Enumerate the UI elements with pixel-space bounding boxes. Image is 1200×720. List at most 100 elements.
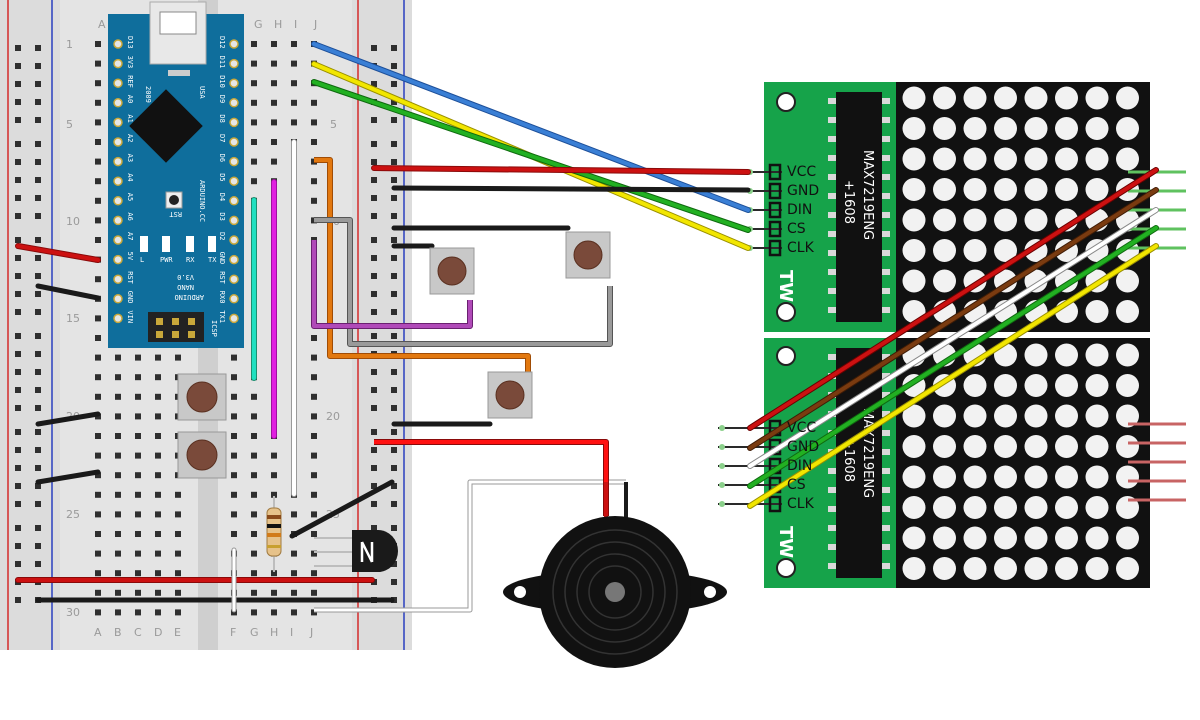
nano-left-pin-label: A3 [126, 154, 134, 162]
module-top-chip-pins [828, 98, 890, 313]
rail-hole [15, 465, 21, 471]
breadboard-hole [155, 570, 161, 577]
chip-pin [828, 212, 836, 218]
resistor-band-2 [267, 524, 281, 528]
matrix-led [1085, 404, 1109, 428]
nano-brand: ARDUINO [174, 293, 204, 301]
nano-pin-left [113, 313, 123, 324]
nano-year: 2009 [144, 86, 152, 103]
breadboard-hole [271, 472, 277, 479]
led-label-rx: RX [186, 256, 195, 264]
nano-pin-left [113, 254, 123, 265]
rail-hole [391, 237, 397, 243]
arduino-nano: RST L PWR RX TX ARDUINO NANO V3.0 ARDUIN… [108, 1, 244, 348]
col-letter-j: J [309, 626, 313, 639]
module-top-chip-code: +1608 [841, 180, 856, 224]
matrix-led [902, 465, 926, 489]
push-button-1[interactable] [429, 247, 475, 295]
matrix-led [1116, 496, 1139, 519]
breadboard-hole [251, 511, 257, 518]
nano-pin-left [113, 274, 123, 284]
breadboard-hole [231, 354, 237, 361]
push-button-3[interactable] [487, 371, 533, 419]
resistor-body [266, 507, 282, 557]
push-button-2[interactable] [565, 231, 611, 279]
breadboard-hole [95, 276, 101, 283]
matrix-led [902, 147, 926, 171]
nano-left-pin-label: A0 [126, 95, 134, 103]
breadboard-hole [311, 139, 317, 145]
breadboard-hole [311, 589, 317, 596]
rail-hole [35, 273, 41, 279]
led-pwr [162, 236, 170, 252]
breadboard-hole [95, 433, 101, 439]
rail-hole [15, 429, 21, 435]
push-button-5[interactable] [177, 431, 227, 479]
push-button-4[interactable] [177, 373, 227, 421]
col-letter-b: B [114, 626, 122, 639]
nano-right-pin-label: D12 [218, 36, 226, 49]
breadboard-hole [311, 374, 317, 381]
rail-hole [15, 81, 21, 87]
matrix-led [1116, 557, 1139, 580]
matrix-led [902, 208, 926, 232]
rail-hole [35, 141, 41, 147]
breadboard-hole [251, 41, 257, 47]
chain-white-wire-core [748, 208, 1158, 468]
rail-hole [371, 369, 377, 375]
rail-hole [15, 45, 21, 51]
breadboard-hole [251, 433, 257, 439]
breadboard-hole [251, 178, 257, 185]
nano-left-pin-label: A2 [126, 134, 134, 142]
buzzer-mount-hole-left [514, 586, 526, 598]
rail-hole [15, 405, 21, 411]
chip-pin [882, 449, 890, 455]
icsp-pin [156, 318, 163, 325]
rail-hole [35, 543, 41, 549]
chain-yellow-wire-core [748, 244, 1158, 508]
row-number-20-right: 20 [326, 410, 340, 423]
chip-pin [882, 373, 890, 379]
header-socket [768, 438, 782, 456]
breadboard-hole [175, 609, 181, 616]
breadboard-hole [115, 413, 121, 420]
chip-pin [828, 117, 836, 123]
matrix-led [1024, 435, 1048, 458]
rail-hole [391, 213, 397, 219]
col-letter-i-top: I [294, 18, 297, 31]
module-bottom-pin-gnd: GND [787, 439, 819, 455]
module-top-pin-clk: CLK [787, 240, 815, 256]
col-letter-i: I [290, 626, 293, 639]
matrix-led [963, 374, 987, 397]
matrix-led [963, 86, 987, 110]
matrix-led [933, 239, 956, 262]
nano-silkscreen: ARDUINO NANO V3.0 [174, 273, 204, 301]
breadboard-hole [95, 60, 101, 67]
row-number-30: 30 [66, 606, 80, 619]
chain-green-wire-core [748, 226, 1158, 488]
matrix-led [1055, 526, 1078, 550]
rail-hole [371, 81, 377, 87]
header-socket [768, 476, 782, 494]
nano-pin-left [113, 235, 123, 245]
module-top-pin-labels: VCC GND DIN CS CLK [787, 164, 819, 256]
breadboard-hole [155, 472, 161, 479]
rail-hole [15, 543, 21, 549]
nano-model: NANO [177, 283, 194, 291]
breadboard-hole [95, 354, 101, 361]
matrix-led [902, 178, 926, 201]
breadboard-hole [175, 531, 181, 537]
breadboard-hole [251, 531, 257, 537]
breadboard-hole [115, 550, 121, 557]
rail-hole [391, 483, 397, 489]
breadboard-hole [155, 433, 161, 439]
matrix-led [933, 465, 956, 489]
module-top-pin-din: DIN [787, 202, 812, 218]
buzzer-ring-2 [564, 541, 666, 643]
breadboard-hole [155, 609, 161, 616]
row-number-25: 25 [66, 508, 80, 521]
breadboard-hole [135, 413, 141, 420]
matrix-led [1024, 526, 1048, 550]
rail-hole [371, 237, 377, 243]
